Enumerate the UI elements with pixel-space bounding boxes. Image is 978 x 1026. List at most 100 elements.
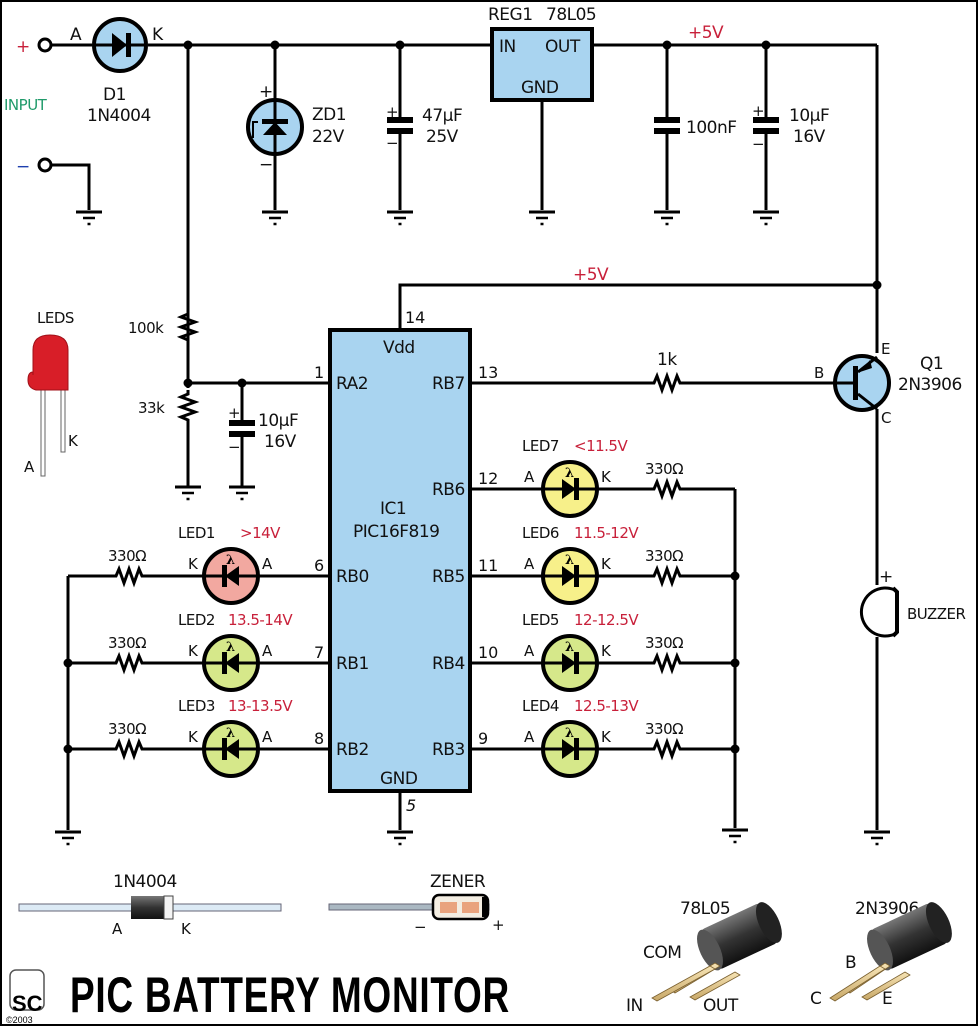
led-voltage-range: 12.5-13V — [574, 697, 639, 715]
led-voltage-range: 13-13.5V — [228, 697, 293, 715]
led-ref: LED6 — [522, 524, 559, 542]
c10top-value: 10µF — [789, 106, 829, 126]
led-voltage-range: >14V — [240, 524, 281, 542]
ic1-gnd: GND — [380, 769, 418, 789]
ic1-pin-num: 11 — [478, 556, 498, 575]
resistor-icon — [110, 740, 150, 758]
leds-legend-label: LEDS — [37, 309, 74, 327]
input-minus-terminal — [37, 157, 53, 173]
input-label: INPUT — [4, 96, 48, 114]
logo-copyright: ©2003 — [6, 1015, 33, 1025]
resistor-icon — [648, 654, 688, 672]
led-ref: LED7 — [522, 437, 559, 455]
r100k-value: 100k — [128, 319, 164, 337]
diode-d1: A K D1 1N4004 — [70, 17, 165, 126]
resistor-value: 330Ω — [645, 720, 683, 738]
led-legend: LEDS K A — [24, 309, 80, 477]
input-plus-label: + — [16, 37, 30, 57]
led-anode-label: A — [262, 642, 273, 660]
led-ref: LED3 — [178, 697, 215, 715]
c10top-plus: + — [752, 102, 764, 120]
pinout-diode-label: 1N4004 — [113, 872, 177, 892]
led-voltage-range: 13.5-14V — [228, 611, 293, 629]
pinout-reg-com: COM — [643, 943, 681, 963]
c47-plus: + — [386, 103, 398, 121]
ic1-pin-rb7: RB7 — [432, 374, 465, 394]
reg1-gnd: GND — [521, 78, 559, 98]
pinout-q-label: 2N3906 — [855, 899, 919, 919]
lambda-icon: λ — [565, 553, 574, 568]
ic1-pin-rb4: RB4 — [432, 654, 465, 674]
led-cathode-label: K — [601, 468, 612, 486]
ic1-part: PIC16F819 — [353, 522, 440, 542]
led-ref: LED4 — [522, 697, 559, 715]
ic1-pin-rb2: RB2 — [336, 740, 369, 760]
ic1-vdd: Vdd — [383, 338, 415, 358]
resistor-icon — [648, 480, 688, 498]
d1-ref: D1 — [103, 85, 126, 105]
pinout-q-b: B — [845, 953, 856, 973]
ic1-pin-num: 13 — [478, 363, 498, 382]
c10div-plus: + — [228, 404, 240, 422]
led-voltage-range: 12-12.5V — [574, 611, 639, 629]
pinout-reg-in: IN — [626, 996, 643, 1016]
buzzer: + BUZZER — [850, 567, 966, 638]
q1-part: 2N3906 — [898, 375, 962, 395]
r33k-value: 33k — [138, 399, 165, 417]
ic1-pin-ra2: RA2 — [336, 374, 368, 394]
c100n-value: 100nF — [686, 118, 737, 138]
led-cathode-label: K — [601, 728, 612, 746]
buzzer-plus: + — [879, 567, 893, 587]
ic1-vdd-pin: 14 — [405, 308, 425, 327]
pinout-zener: ZENER − + — [328, 872, 505, 936]
ic1-pin-num: 8 — [314, 729, 324, 748]
led-cathode-label: K — [188, 642, 199, 660]
leds-legend-k: K — [68, 432, 79, 450]
led-ref: LED5 — [522, 611, 559, 629]
zd1-plus: + — [259, 82, 273, 102]
pinout-78l05: 78L05 COM IN OUT — [626, 899, 782, 1016]
ic1-pin-rb0: RB0 — [336, 567, 369, 587]
led-cathode-label: K — [188, 555, 199, 573]
resistor-icon — [110, 654, 150, 672]
sc-logo: SC ©2003 — [6, 969, 45, 1025]
pinout-zener-plus: + — [492, 916, 504, 934]
reg1-part: 78L05 — [546, 5, 596, 25]
lambda-icon: λ — [565, 640, 574, 655]
c10div-value: 10µF — [258, 411, 298, 431]
c10top-minus: − — [752, 135, 764, 153]
reg1-out: OUT — [545, 37, 581, 57]
resistor-value: 330Ω — [108, 547, 146, 565]
pinout-2n3906: 2N3906 B C E — [810, 899, 952, 1009]
resistor-value: 330Ω — [645, 634, 683, 652]
led-ref: LED1 — [178, 524, 215, 542]
regulator-reg1: REG1 78L05 IN OUT GND — [488, 5, 597, 226]
ic1-pin-num: 9 — [478, 729, 488, 748]
c10div-voltage: 16V — [264, 432, 297, 452]
ic1-pin-num: 1 — [314, 363, 324, 382]
led-body-icon — [27, 334, 69, 391]
q1-b: B — [814, 364, 824, 382]
ic1-gnd-pin: 5 — [406, 796, 416, 815]
buzzer-label: BUZZER — [907, 605, 966, 623]
reg1-in: IN — [499, 37, 516, 57]
d1-part: 1N4004 — [87, 106, 151, 126]
input-minus-label: − — [16, 157, 30, 177]
c47-value: 47µF — [422, 106, 462, 126]
lambda-icon: λ — [226, 726, 235, 741]
q1-ref: Q1 — [920, 354, 943, 374]
zener-zd1: + − ZD1 22V — [246, 40, 347, 226]
pinout-reg-label: 78L05 — [680, 899, 730, 919]
led-voltage-range: <11.5V — [574, 437, 628, 455]
ic1-pin-num: 6 — [314, 556, 324, 575]
led-anode-label: A — [524, 555, 535, 573]
resistor-value: 330Ω — [645, 460, 683, 478]
